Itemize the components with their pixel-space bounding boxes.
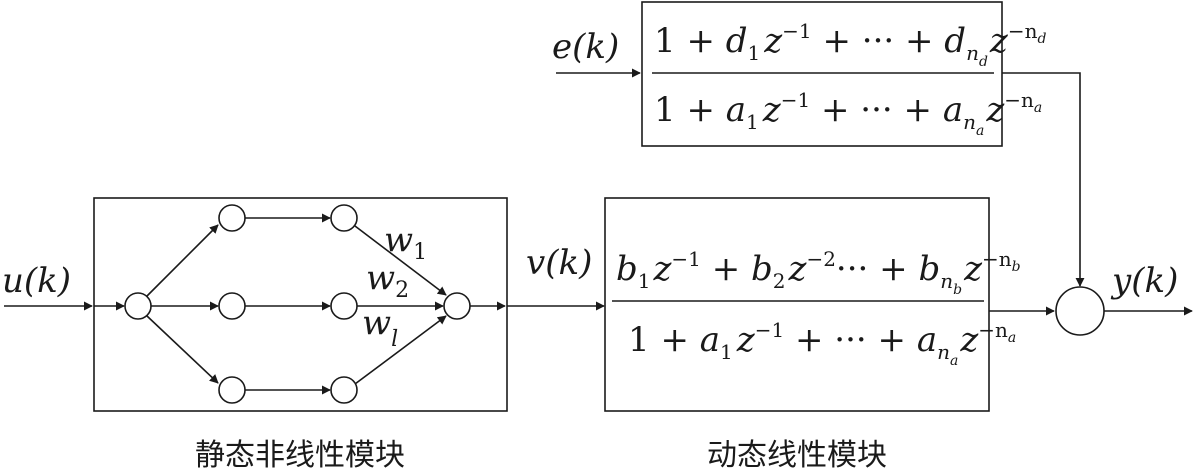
hidden-node-middle-2	[330, 292, 358, 320]
output-label-y: y(k)	[1110, 261, 1178, 301]
linear-block-numerator: b1z−1 + b2z−2··· + bnbz−nb	[616, 247, 1021, 298]
output-node	[443, 292, 471, 320]
caption-dynamic-block: 动态线性模块	[707, 438, 887, 473]
edge-out-w1	[354, 225, 447, 296]
weight-label-w2: w2	[366, 258, 409, 303]
caption-static-block: 静态非线性模块	[195, 438, 405, 473]
weight-label-wl: wl	[362, 303, 398, 352]
noise-path-arrow	[1002, 72, 1085, 287]
edge-out-wl	[354, 315, 447, 385]
signal-label-v: v(k)	[526, 243, 592, 283]
edge-in-top	[146, 224, 219, 297]
hidden-node-bottom-1	[218, 376, 246, 404]
input-node	[124, 292, 152, 320]
edge-in-bottom	[146, 315, 219, 384]
noise-filter-block	[641, 1, 1003, 147]
weight-label-w1: w1	[384, 220, 427, 265]
input-label-u: u(k)	[2, 261, 71, 301]
hidden-node-top-2	[330, 204, 358, 232]
hidden-node-middle-1	[218, 292, 246, 320]
input-label-e: e(k)	[552, 27, 619, 67]
summing-node	[1055, 286, 1105, 336]
dynamic-linear-block	[604, 197, 990, 412]
hidden-node-top-1	[218, 204, 246, 232]
hidden-node-bottom-2	[330, 376, 358, 404]
